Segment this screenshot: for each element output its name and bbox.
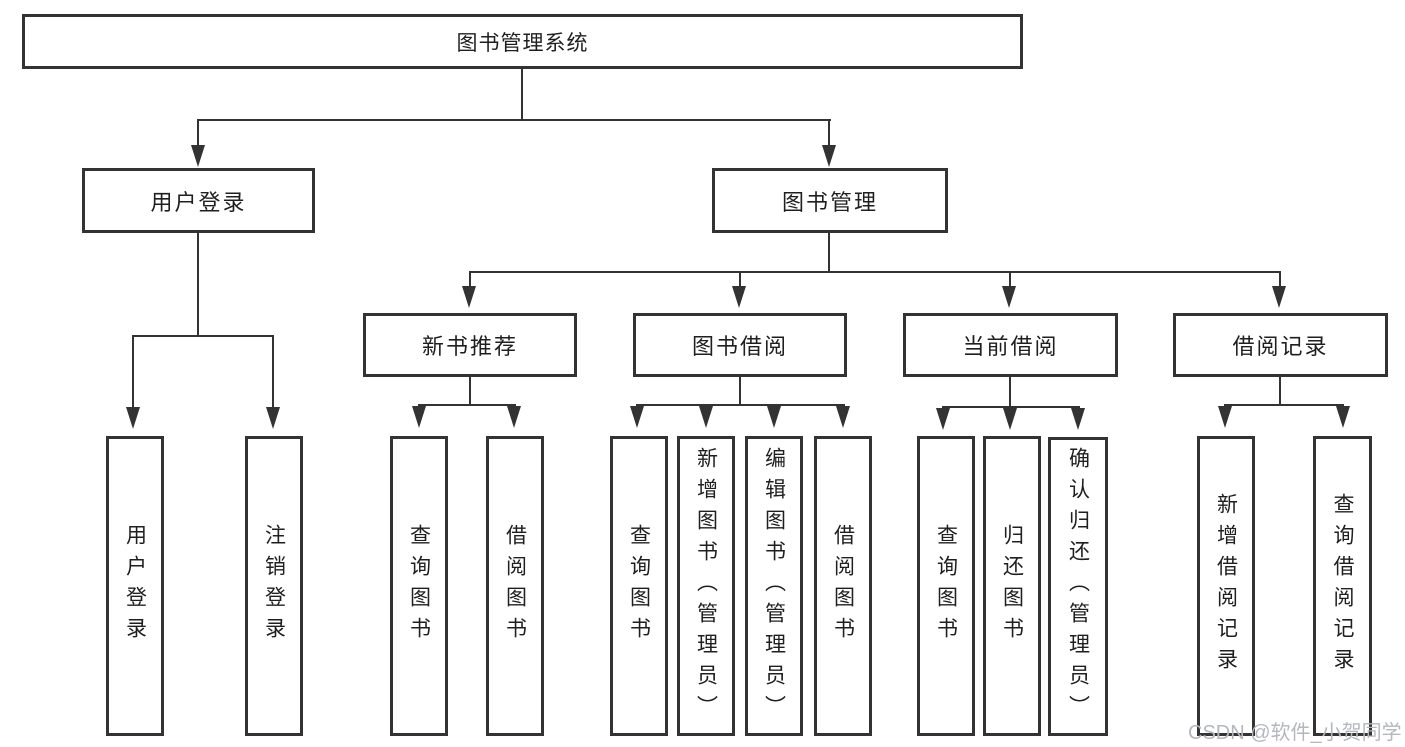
edge-new-book-drop — [469, 271, 471, 287]
arrow-down-icon — [1218, 406, 1232, 428]
arrow-down-icon — [936, 408, 950, 430]
leaf-label: 借阅图书 — [503, 524, 527, 648]
edge-book-borrow-stem — [739, 375, 741, 406]
arrow-down-icon — [1336, 406, 1350, 428]
arrow-down-icon — [836, 406, 850, 428]
arrow-down-icon — [699, 406, 713, 428]
edge-user-login-rail — [132, 335, 274, 337]
arrow-down-icon — [732, 286, 746, 308]
leaf-label: 归还图书 — [1000, 524, 1024, 648]
leaf-label: 新增借阅记录 — [1214, 493, 1238, 679]
node-book-borrowing: 图书借阅 — [633, 313, 847, 377]
leaf-query-books-recommend: 查询图书 — [390, 436, 448, 736]
leaf-return-book: 归还图书 — [983, 436, 1041, 736]
leaf-label: 注销登录 — [262, 524, 286, 648]
edge-user-login-stem — [197, 231, 199, 337]
edge-current-borrow-stem — [1009, 375, 1011, 408]
leaf-borrow-books-borrowing: 借阅图书 — [814, 436, 872, 736]
leaf-logout: 注销登录 — [245, 436, 303, 736]
edge-root-stem — [521, 68, 523, 121]
leaf-label: 查询图书 — [407, 524, 431, 648]
edge-new-book-rail — [418, 404, 516, 406]
edge-current-borrow-rail — [942, 406, 1080, 408]
arrow-down-icon — [507, 406, 521, 428]
leaf-label: 确认归还（管理员） — [1066, 447, 1090, 726]
leaf-label: 编辑图书（管理员） — [762, 446, 786, 726]
leaf-label: 查询图书 — [627, 524, 651, 648]
node-book-management: 图书管理 — [712, 168, 948, 233]
edge-book-borrow-drop — [739, 271, 741, 287]
arrow-down-icon — [412, 406, 426, 428]
arrow-down-icon — [1071, 408, 1085, 430]
edge-book-mgmt-stem — [828, 231, 830, 273]
leaf-label: 新增图书（管理员） — [694, 446, 718, 726]
edge-new-book-stem — [469, 375, 471, 406]
leaf-label: 查询图书 — [934, 524, 958, 648]
arrow-down-icon — [266, 407, 280, 429]
edge-borrow-record-drop — [1279, 271, 1281, 287]
leaf-query-books-borrowing: 查询图书 — [610, 436, 668, 736]
leaf-edit-book-admin: 编辑图书（管理员） — [745, 436, 803, 736]
arrow-down-icon — [126, 407, 140, 429]
leaf-add-borrow-record: 新增借阅记录 — [1197, 436, 1255, 736]
arrow-down-icon — [767, 406, 781, 428]
node-new-book-recommend: 新书推荐 — [363, 313, 577, 377]
arrow-down-icon — [191, 145, 205, 167]
leaf-add-book-admin: 新增图书（管理员） — [677, 436, 735, 736]
node-current-borrowing: 当前借阅 — [903, 313, 1118, 377]
watermark: CSDN @软件_小贺同学 — [1188, 722, 1402, 744]
edge-user-login-leaf2-drop — [272, 335, 274, 409]
arrow-down-icon — [822, 145, 836, 167]
edge-book-mgmt-drop — [828, 119, 830, 146]
arrow-down-icon — [462, 286, 476, 308]
leaf-confirm-return-admin: 确认归还（管理员） — [1048, 437, 1108, 736]
arrow-down-icon — [1002, 286, 1016, 308]
node-borrowing-records: 借阅记录 — [1173, 313, 1388, 377]
edge-borrow-record-rail — [1224, 404, 1344, 406]
edge-user-login-leaf1-drop — [132, 335, 134, 409]
leaf-user-login: 用户登录 — [106, 436, 164, 736]
leaf-borrow-books-recommend: 借阅图书 — [486, 436, 544, 736]
edge-level2-rail — [197, 119, 831, 121]
leaf-query-borrow-record: 查询借阅记录 — [1313, 436, 1372, 736]
arrow-down-icon — [630, 406, 644, 428]
edge-level3-rail — [469, 271, 1281, 273]
arrow-down-icon — [1272, 286, 1286, 308]
node-user-login: 用户登录 — [82, 168, 315, 233]
edge-current-borrow-drop — [1009, 271, 1011, 287]
leaf-label: 借阅图书 — [831, 524, 855, 648]
arrow-down-icon — [1003, 408, 1017, 430]
leaf-label: 查询借阅记录 — [1331, 493, 1354, 679]
edge-user-login-drop — [197, 119, 199, 146]
edge-book-borrow-rail — [636, 404, 845, 406]
node-library-system: 图书管理系统 — [22, 14, 1023, 69]
edge-borrow-record-stem — [1279, 375, 1281, 406]
leaf-label: 用户登录 — [123, 524, 147, 648]
leaf-query-books-current: 查询图书 — [917, 436, 975, 736]
